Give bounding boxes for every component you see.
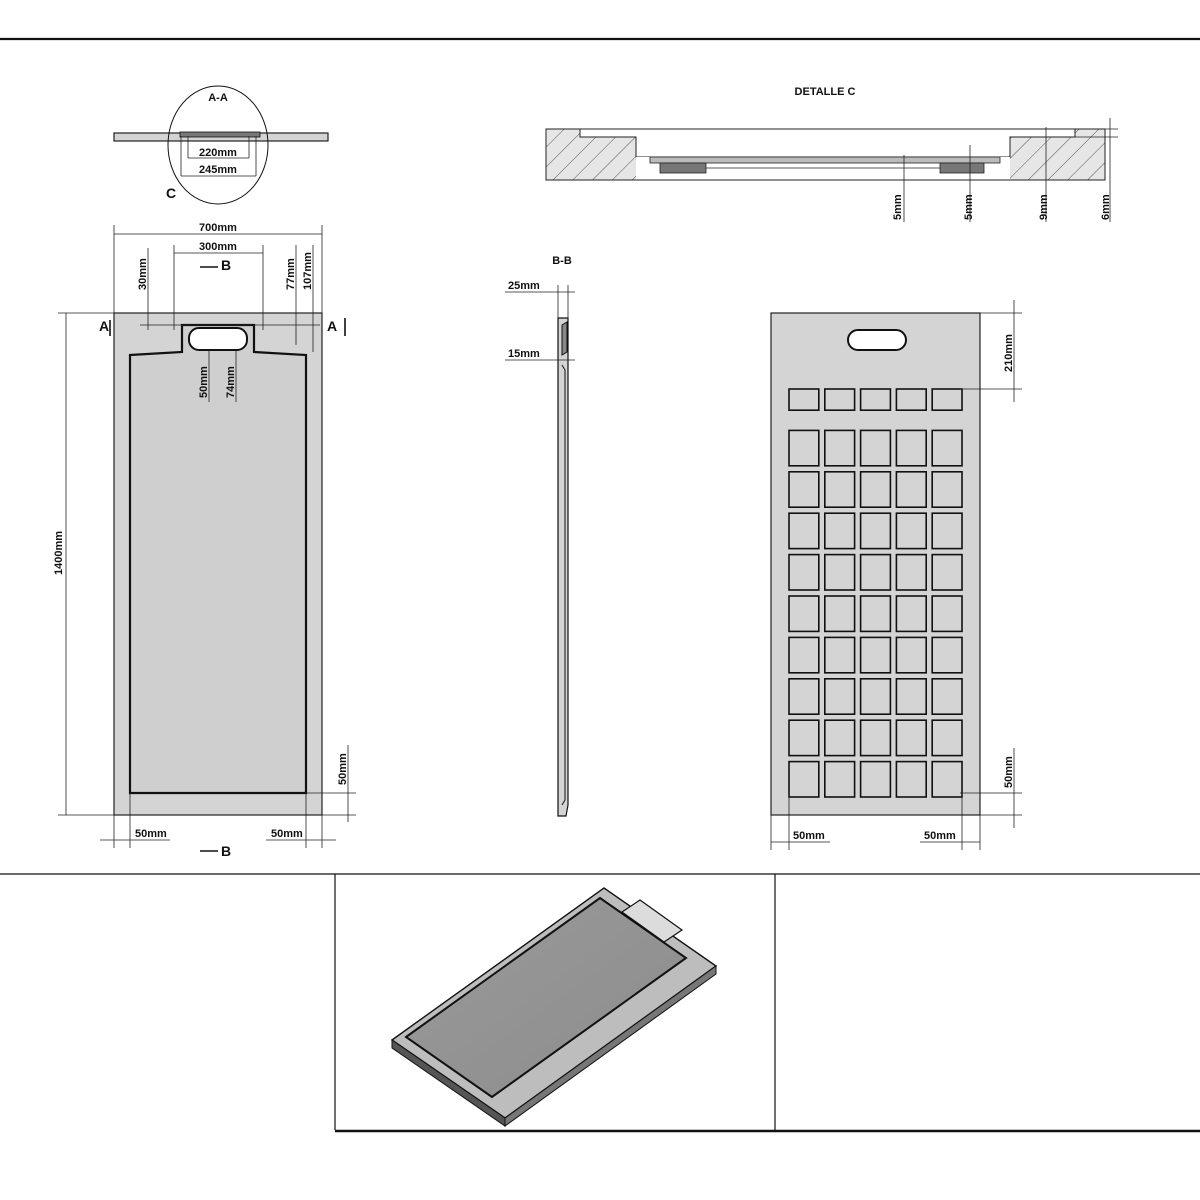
grid-cell	[931, 636, 963, 674]
dim-50mm-bl: 50mm	[135, 828, 167, 840]
grid-cell	[895, 636, 928, 674]
underside-grid	[788, 388, 963, 798]
grid-cell	[895, 388, 928, 412]
grid-cell	[931, 388, 963, 412]
detail-c-view: DETALLE C 5mm 5mm 9mm 6mm	[545, 86, 1118, 222]
grid-cell	[859, 760, 892, 798]
grid-cell	[823, 512, 856, 550]
grid-cell	[788, 553, 820, 591]
grid-cell	[823, 636, 856, 674]
dim-300mm: 300mm	[199, 241, 237, 253]
dim-50mm-bottomview-bottom: 50mm	[924, 830, 956, 842]
bottom-view: 210mm 50mm 50mm 50mm	[770, 300, 1022, 850]
dim-9mm: 9mm	[1038, 194, 1050, 220]
grid-cell	[823, 388, 856, 412]
marker-b-bottom: B	[221, 843, 231, 859]
dim-50mm-drain: 50mm	[198, 366, 210, 398]
section-bb-view: B-B 25mm 15mm	[505, 255, 575, 817]
dim-6mm: 6mm	[1100, 194, 1112, 220]
grid-cell	[788, 388, 820, 412]
grid-cell	[788, 760, 820, 798]
grid-cell	[859, 719, 892, 757]
section-aa-title: A-A	[208, 92, 228, 104]
grid-cell	[788, 677, 820, 715]
grid-cell	[895, 677, 928, 715]
dim-50mm-right: 50mm	[337, 753, 349, 785]
grid-cell	[931, 553, 963, 591]
grid-cell	[931, 719, 963, 757]
dim-15mm: 15mm	[508, 348, 540, 360]
grid-cell	[788, 595, 820, 633]
grid-cell	[859, 553, 892, 591]
dim-50mm-br: 50mm	[271, 828, 303, 840]
dim-30mm: 30mm	[137, 258, 149, 290]
dim-5mm-b: 5mm	[963, 194, 975, 220]
top-view: 700mm 300mm B 30mm 77mm 107mm A A 50mm 7…	[53, 222, 356, 859]
grid-cell	[788, 719, 820, 757]
grid-cell	[931, 470, 963, 508]
grid-cell	[895, 553, 928, 591]
detail-c-title: DETALLE C	[795, 86, 856, 98]
dim-25mm: 25mm	[508, 280, 540, 292]
dim-245mm: 245mm	[199, 164, 237, 176]
grid-cell	[788, 470, 820, 508]
grid-cell	[788, 429, 820, 467]
dim-50mm-bottomview-left: 50mm	[793, 830, 825, 842]
grid-cell	[931, 512, 963, 550]
grid-cell	[931, 429, 963, 467]
grid-cell	[788, 512, 820, 550]
marker-b-top: B	[221, 257, 231, 273]
grid-cell	[823, 760, 856, 798]
grid-cell	[895, 429, 928, 467]
marker-a-left: A	[99, 318, 109, 334]
grid-cell	[931, 595, 963, 633]
dim-50mm-bottomview-right: 50mm	[1003, 756, 1015, 788]
section-bb-title: B-B	[552, 255, 572, 267]
grid-cell	[931, 760, 963, 798]
grid-cell	[895, 470, 928, 508]
dim-700mm: 700mm	[199, 222, 237, 234]
dim-107mm: 107mm	[302, 252, 314, 290]
grid-cell	[895, 719, 928, 757]
grid-cell	[931, 677, 963, 715]
grid-cell	[823, 429, 856, 467]
isometric-view	[390, 887, 718, 1127]
grid-cell	[895, 595, 928, 633]
dim-77mm: 77mm	[285, 258, 297, 290]
grid-cell	[823, 677, 856, 715]
grid-cell	[859, 470, 892, 508]
grid-cell	[823, 470, 856, 508]
dim-1400mm: 1400mm	[53, 531, 65, 575]
grid-cell	[859, 512, 892, 550]
grid-cell	[859, 429, 892, 467]
grid-cell	[788, 636, 820, 674]
dim-210mm: 210mm	[1003, 334, 1015, 372]
dim-74mm: 74mm	[225, 366, 237, 398]
grid-cell	[859, 636, 892, 674]
grid-cell	[823, 553, 856, 591]
grid-cell	[859, 595, 892, 633]
detail-c-marker: C	[166, 185, 176, 201]
grid-cell	[895, 512, 928, 550]
section-aa-view: A-A 220mm 245mm C	[113, 85, 329, 205]
grid-cell	[895, 760, 928, 798]
grid-cell	[859, 677, 892, 715]
dim-5mm-a: 5mm	[892, 194, 904, 220]
grid-cell	[859, 388, 892, 412]
dim-220mm: 220mm	[199, 147, 237, 159]
grid-cell	[823, 595, 856, 633]
grid-cell	[823, 719, 856, 757]
marker-a-right: A	[327, 318, 337, 334]
